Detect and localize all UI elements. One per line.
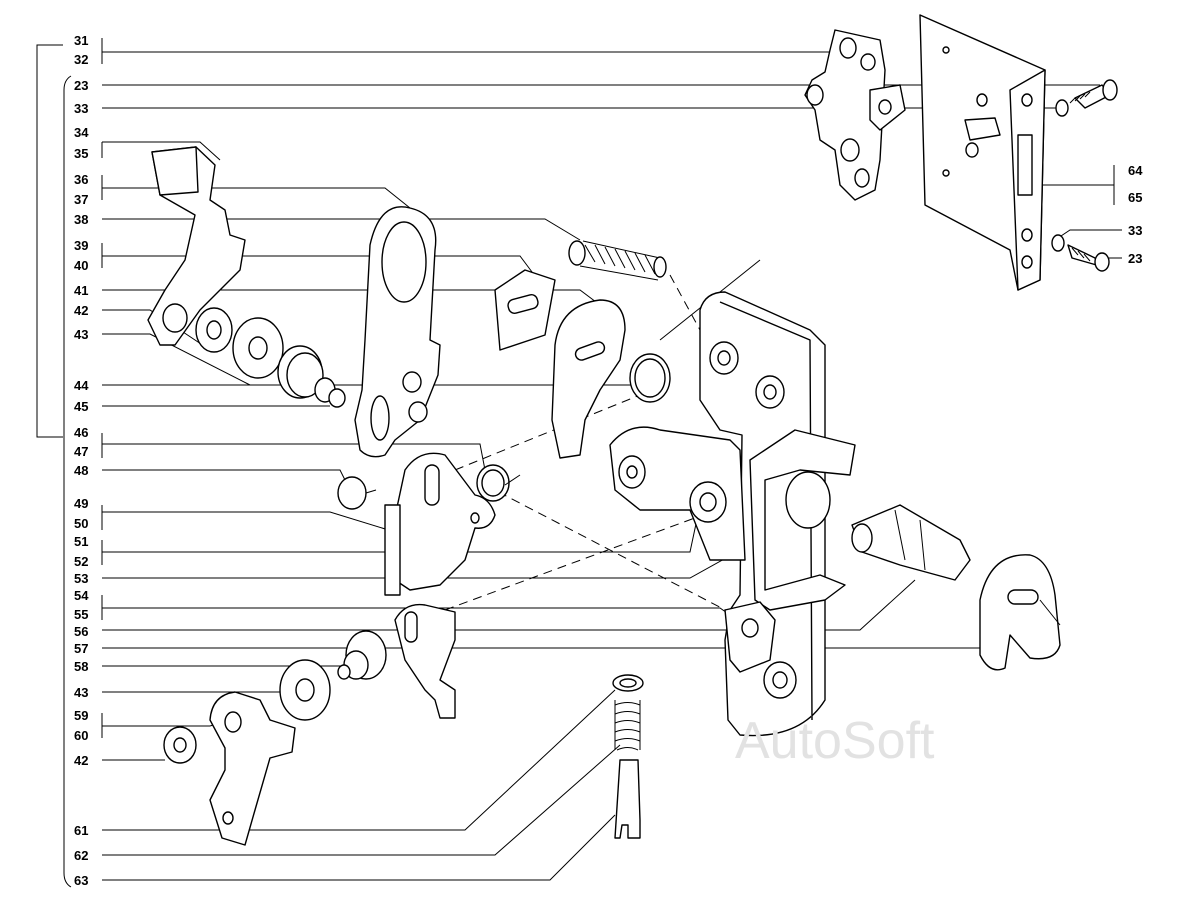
label-65: 65 <box>1128 190 1142 205</box>
label-56: 56 <box>74 624 88 639</box>
label-60: 60 <box>74 728 88 743</box>
label-23: 23 <box>74 78 88 93</box>
left-labels: 31 32 23 33 34 35 36 37 38 39 40 41 42 4… <box>74 33 89 888</box>
label-43-lower: 43 <box>74 685 88 700</box>
label-41: 41 <box>74 283 88 298</box>
label-58: 58 <box>74 659 88 674</box>
small-bracket <box>494 269 556 351</box>
label-62: 62 <box>74 848 88 863</box>
label-42: 42 <box>74 303 88 318</box>
callout-brackets <box>36 38 1115 888</box>
coil-spring <box>568 240 667 281</box>
label-49: 49 <box>74 496 88 511</box>
label-34: 34 <box>74 125 89 140</box>
label-23-right: 23 <box>1128 251 1142 266</box>
label-57: 57 <box>74 641 88 656</box>
label-39: 39 <box>74 238 88 253</box>
label-40: 40 <box>74 258 88 273</box>
label-54: 54 <box>74 588 89 603</box>
ring <box>629 353 671 403</box>
lower-lever <box>394 603 456 719</box>
label-63: 63 <box>74 873 88 888</box>
lock-housing <box>609 291 856 737</box>
right-labels: 64 65 33 23 <box>1128 163 1143 266</box>
label-35: 35 <box>74 146 88 161</box>
upper-lever <box>147 146 246 346</box>
outer-lever <box>209 691 296 846</box>
rod-assembly <box>612 674 644 839</box>
label-43: 43 <box>74 327 88 342</box>
upper-washers <box>195 307 346 408</box>
striker-plate <box>919 14 1046 291</box>
torsion-spring <box>476 464 521 502</box>
label-47: 47 <box>74 444 88 459</box>
lower-washer-42 <box>163 726 197 764</box>
label-31: 31 <box>74 33 88 48</box>
pawl-plate <box>354 206 441 458</box>
label-37: 37 <box>74 192 88 207</box>
label-51: 51 <box>74 534 88 549</box>
label-38: 38 <box>74 212 88 227</box>
button-cap <box>337 476 377 510</box>
label-33-right: 33 <box>1128 223 1142 238</box>
label-42-lower: 42 <box>74 753 88 768</box>
label-36: 36 <box>74 172 88 187</box>
plunger <box>851 504 971 581</box>
label-48: 48 <box>74 463 88 478</box>
screws <box>1051 79 1118 272</box>
label-44: 44 <box>74 378 89 393</box>
label-61: 61 <box>74 823 88 838</box>
striker-loop <box>979 554 1061 671</box>
label-46: 46 <box>74 425 88 440</box>
label-64: 64 <box>1128 163 1143 178</box>
label-53: 53 <box>74 571 88 586</box>
center-lever <box>384 452 496 596</box>
label-33: 33 <box>74 101 88 116</box>
watermark-text: AutoSoft <box>735 712 935 770</box>
lower-washers <box>279 630 387 721</box>
label-59: 59 <box>74 708 88 723</box>
label-50: 50 <box>74 516 88 531</box>
latch-assembly <box>804 29 906 201</box>
label-55: 55 <box>74 607 88 622</box>
label-32: 32 <box>74 52 88 67</box>
label-52: 52 <box>74 554 88 569</box>
cam-plate <box>551 299 626 459</box>
label-45: 45 <box>74 399 88 414</box>
